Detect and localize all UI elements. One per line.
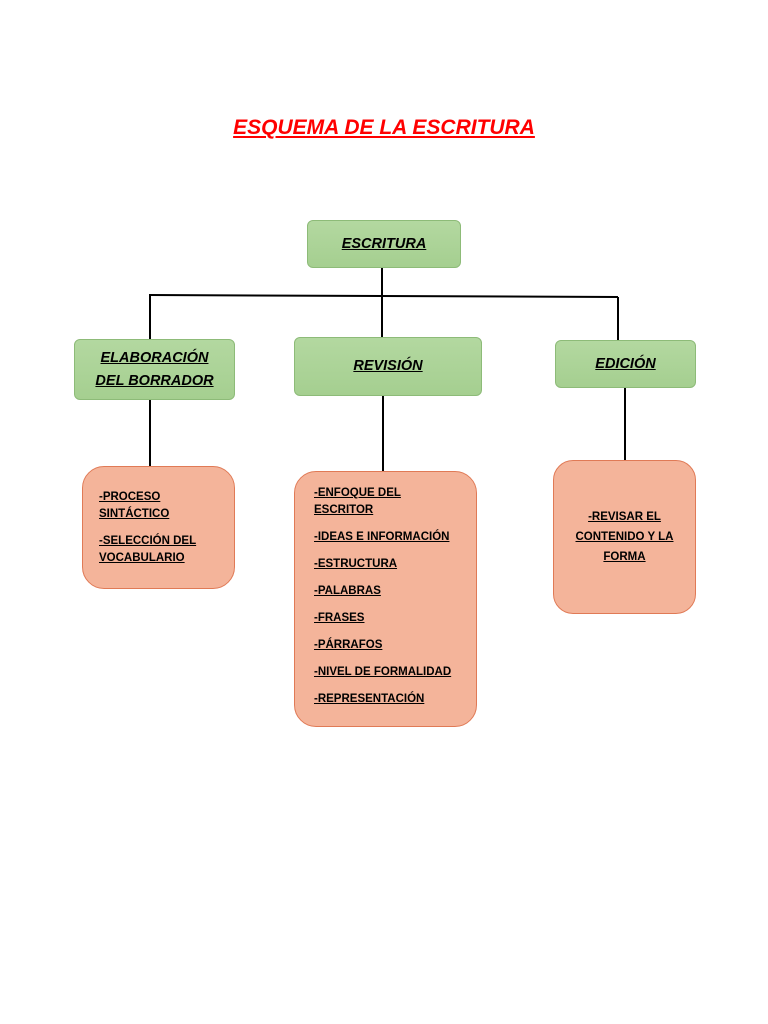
detail-box-edicion: -REVISAR EL CONTENIDO Y LA FORMA [553,460,696,614]
node-edicion-label: EDICIÓN [595,355,656,372]
detail-box-revision: -ENFOQUE DEL ESCRITOR -IDEAS E INFORMACI… [294,471,477,727]
page-title: ESQUEMA DE LA ESCRITURA [233,116,535,139]
detail-item: -REVISAR EL CONTENIDO Y LA FORMA [575,511,674,563]
node-elaboracion-borrador: ELABORACIÓN DEL BORRADOR [74,339,235,400]
node-elaboracion-borrador-label: ELABORACIÓN DEL BORRADOR [95,349,214,389]
detail-item: -IDEAS E INFORMACIÓN [314,531,450,543]
detail-item: -ESTRUCTURA [314,558,398,570]
node-revision-label: REVISIÓN [353,358,423,374]
detail-item: -FRASES [314,612,365,624]
detail-item: -ENFOQUE DEL ESCRITOR [314,487,401,516]
detail-item: -NIVEL DE FORMALIDAD [314,666,452,678]
detail-item: -REPRESENTACIÓN [314,693,425,705]
horizontal-bar [148,294,619,298]
node-escritura: ESCRITURA [307,220,461,268]
detail-item: -PROCESO SINTÁCTICO [99,491,170,520]
detail-box-borrador: -PROCESO SINTÁCTICO -SELECCIÓN DEL VOCAB… [82,466,235,589]
node-edicion: EDICIÓN [555,340,696,388]
detail-item: -PÁRRAFOS [314,639,383,651]
detail-item: -PALABRAS [314,585,381,597]
detail-item: -SELECCIÓN DEL VOCABULARIO [99,535,197,564]
node-revision: REVISIÓN [294,337,482,396]
node-escritura-label: ESCRITURA [341,235,427,252]
